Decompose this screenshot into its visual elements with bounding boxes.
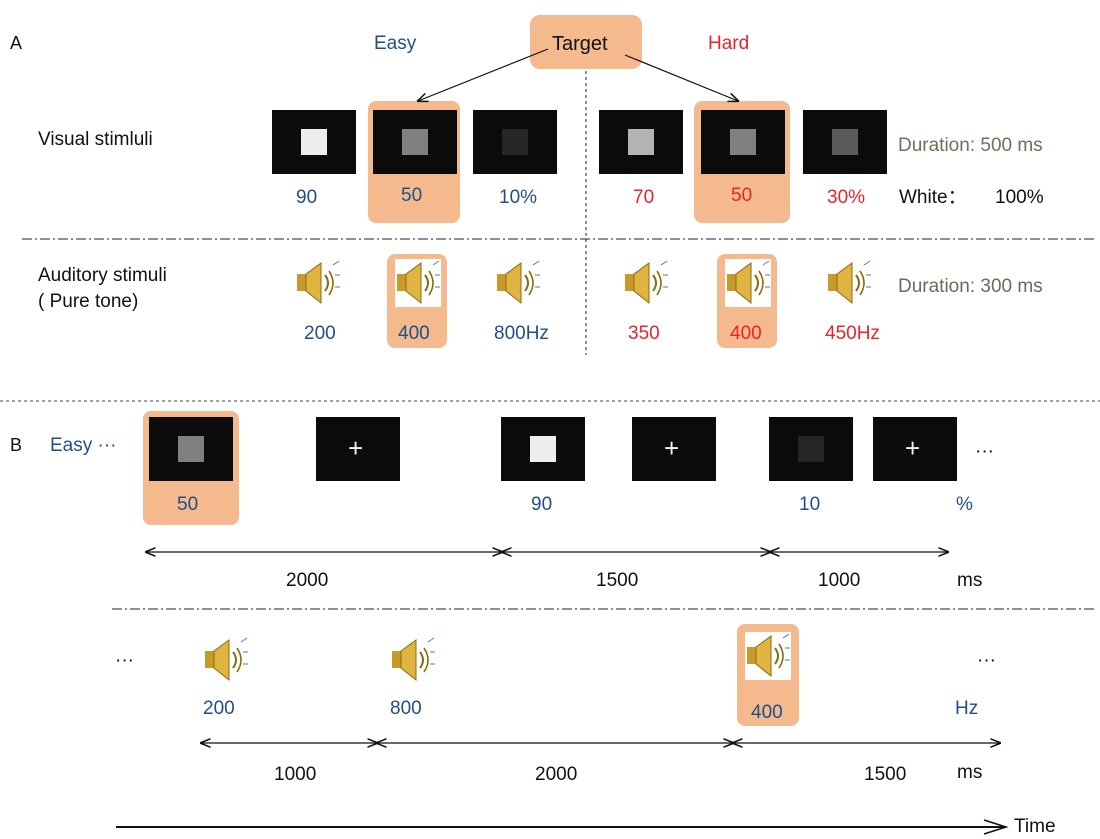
speaker-icon [828,260,871,305]
visual-stimuli-label: Visual stimluli [38,129,153,150]
speaker-icon [625,260,668,305]
seq-visual-interval-unit: ms [957,570,983,591]
audio-easy-value-3: 800Hz [494,323,549,344]
seq-visual-interval-label-3: 1000 [818,570,861,591]
audio-hard-value-3: 450Hz [825,323,880,344]
speaker-icon [745,632,791,680]
seq-fixation-3: + [873,417,957,481]
visual-screen-hard-70 [599,110,683,174]
audio-hard-value-2: 400 [730,323,762,344]
audio-easy-value-2: 400 [398,323,430,344]
speaker-icon [297,260,340,305]
target-arrow-hard [624,54,738,101]
seq-visual-interval-label-1: 2000 [286,570,329,591]
auditory-label-line2: ( Pure tone) [38,291,139,312]
seq-audio-value-1: 200 [203,698,235,719]
easy-label: Easy [374,33,417,54]
visual-hard-value-3: 30% [827,187,866,208]
visual-duration: Duration: 500 ms [898,135,1043,156]
visual-screen-easy-90 [272,110,356,174]
seq-fixation-2: + [632,417,716,481]
visual-screen-easy-10 [473,110,557,174]
auditory-label-line1: Auditory stimuli [38,265,167,286]
visual-screen-hard-50 [701,110,785,174]
seq-audio-value-3: 400 [751,702,783,723]
visual-easy-value-1: 90 [296,187,318,208]
speaker-icon [395,259,441,307]
target-arrow-easy [418,48,549,101]
panel-b-label: B [10,435,23,455]
seq-visual-interval-label-2: 1500 [596,570,639,591]
seq-screen-10 [769,417,853,481]
visual-hard-value-1: 70 [633,187,655,208]
seq-audio-unit: Hz [955,698,979,719]
seq-screen-90 [501,417,585,481]
speaker-icon [497,260,540,305]
seq-screen-50 [149,417,233,481]
seq-fixation-1: + [316,417,400,481]
audio-easy-value-1: 200 [304,323,336,344]
visual-screen-hard-30 [803,110,887,174]
seq-audio-interval-label-3: 1500 [864,764,907,785]
seq-audio-interval-label-2: 2000 [535,764,578,785]
seq-audio-interval-label-1: 1000 [274,764,317,785]
visual-easy-value-3: 10% [499,187,538,208]
seq-visual-unit: % [956,494,973,515]
speaker-icon [205,637,248,682]
auditory-duration: Duration: 300 ms [898,276,1043,297]
white-value: 100% [995,187,1044,208]
visual-screen-easy-50 [373,110,457,174]
speaker-icon [725,259,771,307]
seq-visual-value-3: 10 [799,494,821,515]
seq-audio-interval-unit: ms [957,762,983,783]
visual-easy-value-2: 50 [401,185,423,206]
seq-visual-value-1: 50 [177,494,199,515]
target-label: Target [552,33,608,55]
speaker-icon [392,637,435,682]
seq-easy-label: Easy ··· [50,435,117,456]
seq-visual-ellipsis: ··· [975,441,994,462]
panel-a-label: A [10,33,23,53]
seq-visual-value-2: 90 [531,494,553,515]
target-highlight [530,15,642,69]
white-label: White： [899,187,967,208]
time-arrow-head [983,819,1009,835]
seq-audio-trail-ellipsis: ··· [977,650,996,671]
time-label: Time [1014,816,1056,837]
hard-label: Hard [708,33,750,54]
audio-hard-value-1: 350 [628,323,660,344]
visual-hard-value-2: 50 [731,185,753,206]
seq-audio-lead-ellipsis: ··· [115,650,134,671]
seq-audio-value-2: 800 [390,698,422,719]
